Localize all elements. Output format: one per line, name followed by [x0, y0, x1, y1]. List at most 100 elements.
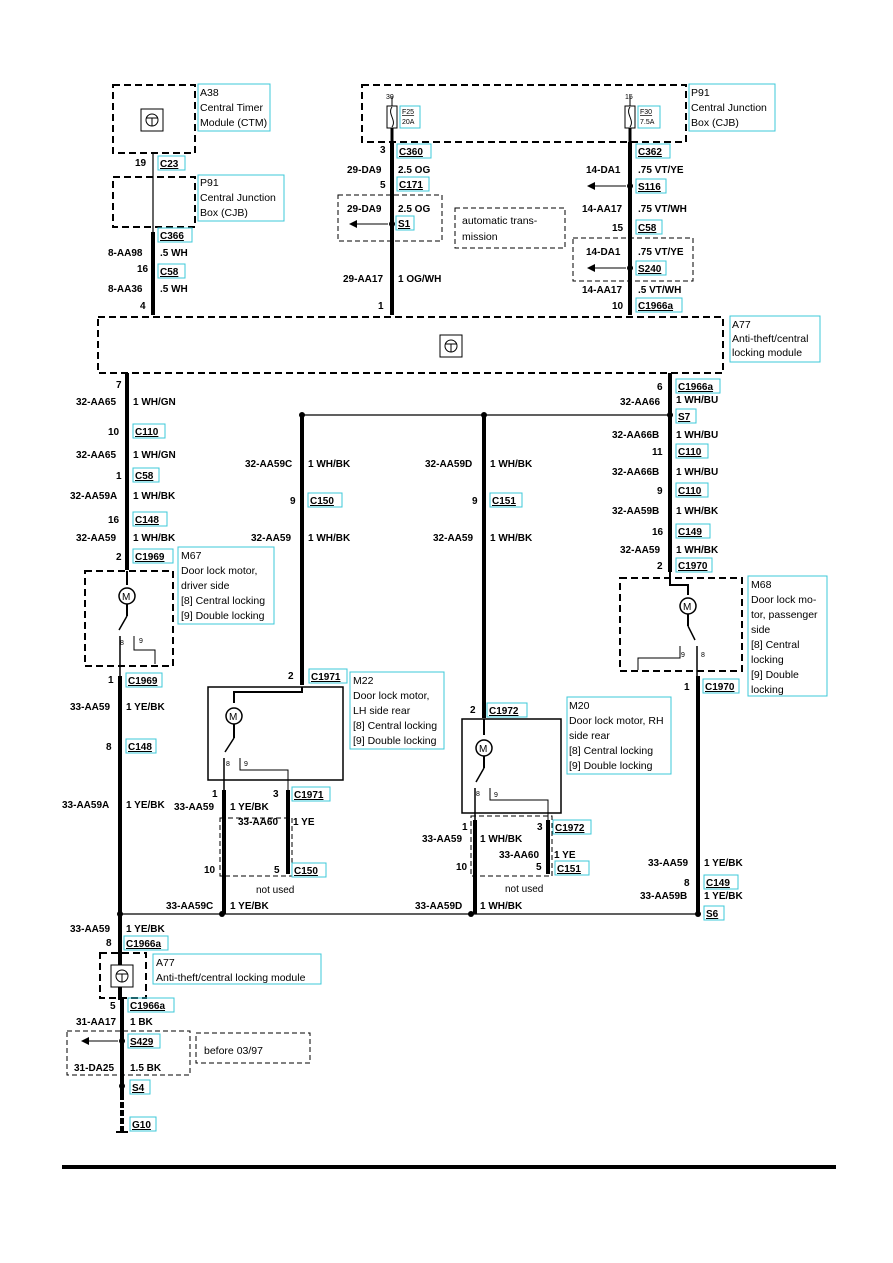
pin-1-c1970: 1: [684, 682, 690, 693]
pin-10-left: 10: [108, 427, 120, 438]
wire-aa17-31: 31-AA17: [76, 1017, 116, 1028]
conn-c1972-bottom: C1972: [555, 823, 585, 834]
conn-s1: S1: [398, 219, 411, 230]
pin-2-c1971: 2: [288, 671, 294, 682]
pin-15: 15: [612, 223, 624, 234]
note-before: before 03/97: [204, 1045, 263, 1057]
p91-top-module: 30 F25 20A 15 F30 7.5A P91 Central Junct…: [361, 83, 776, 143]
wire-aa59-33-left-color: 1 YE/BK: [126, 702, 165, 713]
m20-line4: [9] Double locking: [569, 760, 653, 772]
pin-1-c1972: 1: [462, 822, 468, 833]
pin-19: 19: [135, 158, 147, 169]
wire-aa17-14: 14-AA17: [582, 204, 622, 215]
wire-aa60-m20-color: 1 YE: [554, 850, 576, 861]
wire-aa59-33-m22-color: 1 YE/BK: [230, 802, 269, 813]
fuse-f30-name: F30: [640, 109, 652, 116]
conn-c110-left: C110: [135, 427, 159, 438]
note-auto-trans-1: automatic trans-: [462, 215, 538, 227]
wire-aa59-right: 32-AA59: [620, 545, 660, 556]
pin-9-m22: 9: [244, 761, 248, 768]
wire-aa36: 8-AA36: [108, 284, 143, 295]
conn-c151-bottom: C151: [557, 864, 581, 875]
a77-main-name1: Anti-theft/central: [732, 333, 808, 345]
m20-line3: [8] Central locking: [569, 745, 653, 757]
wire-da1-color: .75 VT/YE: [638, 165, 684, 176]
pin-10-c151: 10: [456, 862, 468, 873]
pin-2-c1969: 2: [116, 552, 122, 563]
m68-line6: [9] Double: [751, 669, 799, 681]
wire-aa59-33-bus: 33-AA59: [70, 924, 110, 935]
p91-top-name1: Central Junction: [691, 102, 767, 114]
wire-aa60-m22: 33-AA60: [238, 817, 278, 828]
wire-aa17-29-color: 1 OG/WH: [398, 274, 441, 285]
wire-aa66b-color: 1 WH/BU: [676, 430, 718, 441]
conn-s4: S4: [132, 1083, 145, 1094]
conn-c1966a-lower2: C1966a: [130, 1001, 165, 1012]
wire-da1: 14-DA1: [586, 165, 621, 176]
pin-9-c150: 9: [290, 496, 296, 507]
conn-c148-left: C148: [135, 515, 159, 526]
pin-10-c150: 10: [204, 865, 216, 876]
m68-motor: M 9 8 M68 Door lock mo- tor, passenger s…: [619, 572, 828, 697]
conn-g10: G10: [132, 1120, 151, 1131]
conn-c150-bottom: C150: [294, 866, 318, 877]
conn-c1969-top: C1969: [135, 552, 165, 563]
conn-c1966a-right: C1966a: [678, 382, 713, 393]
pin-8-c149: 8: [684, 878, 690, 889]
wire-aa66: 32-AA66: [620, 397, 660, 408]
wire-aa98-color: .5 WH: [160, 248, 188, 259]
wire-aa59c-32: 32-AA59C: [245, 459, 292, 470]
wire-da25-color: 1.5 BK: [130, 1063, 162, 1074]
pin-1-top: 1: [378, 301, 384, 312]
note-not-used-m22: not used: [256, 885, 294, 896]
p91-left-name1: Central Junction: [200, 192, 276, 204]
m22-line3: [8] Central locking: [353, 720, 437, 732]
pin-8-m20: 8: [476, 791, 480, 798]
pin-11: 11: [652, 447, 663, 458]
wire-aa59-33-left: 33-AA59: [70, 702, 110, 713]
wire-aa59d-33-color: 1 WH/BK: [480, 901, 523, 912]
pin-5-c1966a: 5: [110, 1001, 116, 1012]
motor-label-m68: M: [683, 602, 691, 613]
conn-c360: C360: [399, 147, 423, 158]
wire-aa66b-2-color: 1 WH/BU: [676, 467, 718, 478]
m68-line5: locking: [751, 654, 784, 666]
wire-aa17-14-color: .75 VT/WH: [638, 204, 687, 215]
wire-aa59d-33: 33-AA59D: [415, 901, 462, 912]
conn-c149-bottom: C149: [706, 878, 730, 889]
p91-left-name2: Box (CJB): [200, 207, 248, 219]
a77-lower-id: A77: [156, 957, 175, 969]
wire-aa59a: 32-AA59A: [70, 491, 117, 502]
conn-c58-left2: C58: [135, 471, 154, 482]
pin-16-left: 16: [108, 515, 120, 526]
pin-1-c1971: 1: [212, 789, 218, 800]
fuse-f30-rating: 7.5A: [640, 119, 655, 126]
wire-da9: 29-DA9: [347, 165, 382, 176]
wire-aa59c-33-color: 1 YE/BK: [230, 901, 269, 912]
m67-line2: driver side: [181, 580, 230, 592]
pin-8-m68: 8: [701, 652, 705, 659]
conn-c149-top: C149: [678, 527, 702, 538]
conn-c1966a-lower: C1966a: [126, 939, 161, 950]
m20-motor: M 8 9 M20 Door lock motor, RH side rear …: [461, 696, 672, 825]
m22-motor: M 8 9 M22 Door lock motor, LH side rear …: [207, 671, 445, 795]
conn-s6: S6: [706, 909, 719, 920]
wire-aa59-left-color: 1 WH/BK: [133, 533, 176, 544]
m67-id: M67: [181, 550, 202, 562]
m68-line4: [8] Central: [751, 639, 799, 651]
m67-line4: [9] Double locking: [181, 610, 265, 622]
pin-5-c150: 5: [274, 865, 280, 876]
wire-aa60-m20: 33-AA60: [499, 850, 539, 861]
wire-aa59a-33: 33-AA59A: [62, 800, 109, 811]
m22-line4: [9] Double locking: [353, 735, 437, 747]
a77-main-module: A77 Anti-theft/central locking module: [97, 315, 821, 374]
wire-aa59-m22-color: 1 WH/BK: [308, 533, 351, 544]
wire-aa65-color: 1 WH/GN: [133, 397, 176, 408]
pin-1-c1969: 1: [108, 675, 114, 686]
conn-c110-right: C110: [678, 447, 702, 458]
conn-c1972-top: C1972: [489, 706, 519, 717]
m68-line3: side: [751, 624, 770, 636]
pin-10-top: 10: [612, 301, 624, 312]
pin-4: 4: [140, 301, 146, 312]
p91-top-name2: Box (CJB): [691, 117, 739, 129]
